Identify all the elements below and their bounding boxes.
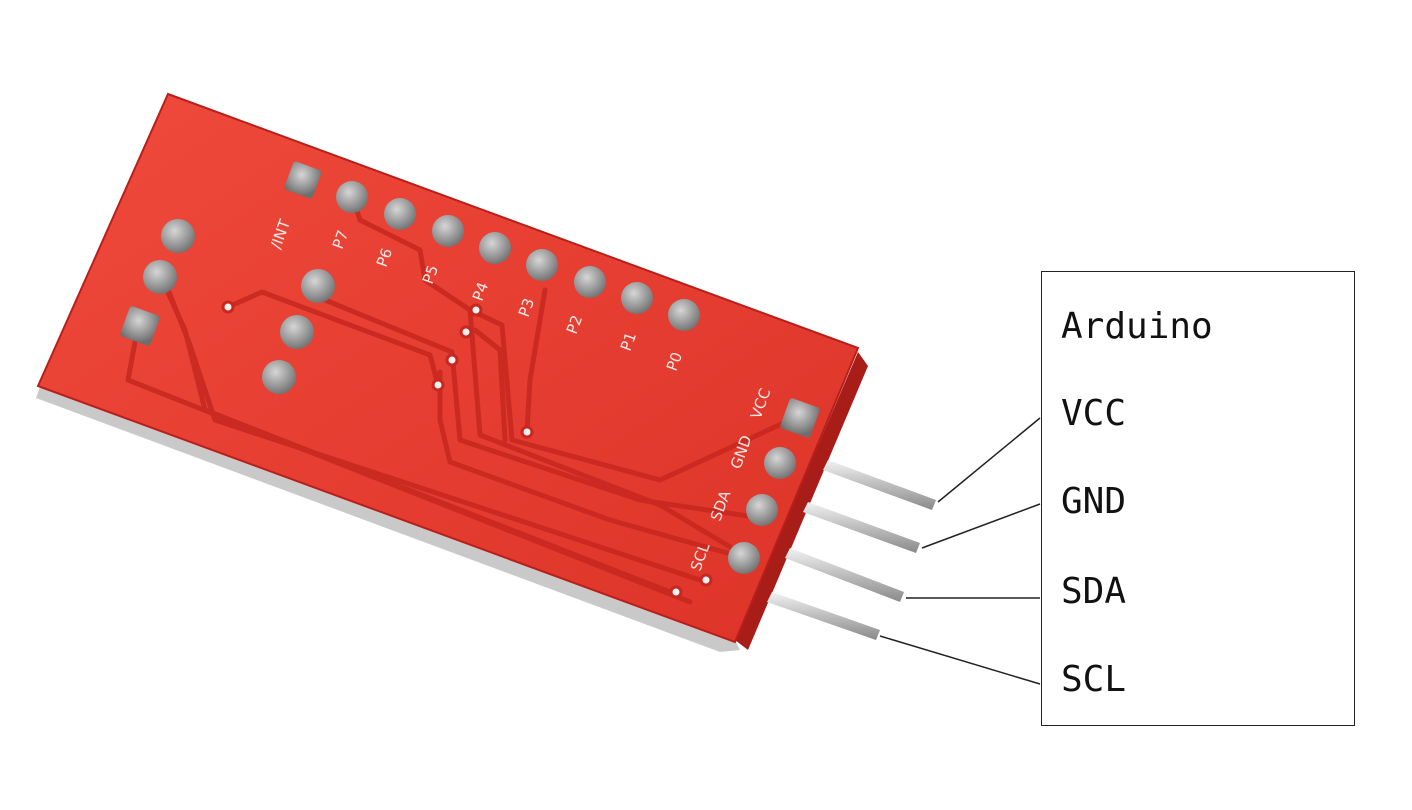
port-label-p4: P4 [469, 280, 492, 304]
left-pads [120, 219, 335, 394]
port-label-p1: P1 [617, 330, 640, 354]
board-side [735, 352, 868, 650]
port-label-p2: P2 [563, 313, 586, 337]
port-label-p0: P0 [663, 350, 686, 374]
header-pads [728, 398, 820, 574]
legend-pin-gnd: GND [1061, 481, 1127, 522]
port-label-p3: P3 [515, 296, 538, 320]
leader-lines [879, 417, 1041, 685]
port-label-p6: P6 [373, 246, 396, 270]
board-edge [36, 387, 740, 652]
vias [221, 300, 713, 599]
legend-title: Arduino [1061, 306, 1213, 347]
legend-pin-sda: SDA [1061, 571, 1127, 612]
int-pad [284, 161, 322, 199]
header-pins [767, 460, 936, 640]
pin-legend [1041, 271, 1355, 726]
port-pads [336, 181, 700, 331]
legend-pin-scl: SCL [1061, 659, 1127, 700]
pcb-board [36, 92, 860, 644]
pcb-traces [125, 193, 793, 605]
legend-pin-vcc: VCC [1061, 393, 1127, 434]
port-label-p5: P5 [419, 263, 442, 287]
port-label-p7: P7 [329, 228, 352, 252]
